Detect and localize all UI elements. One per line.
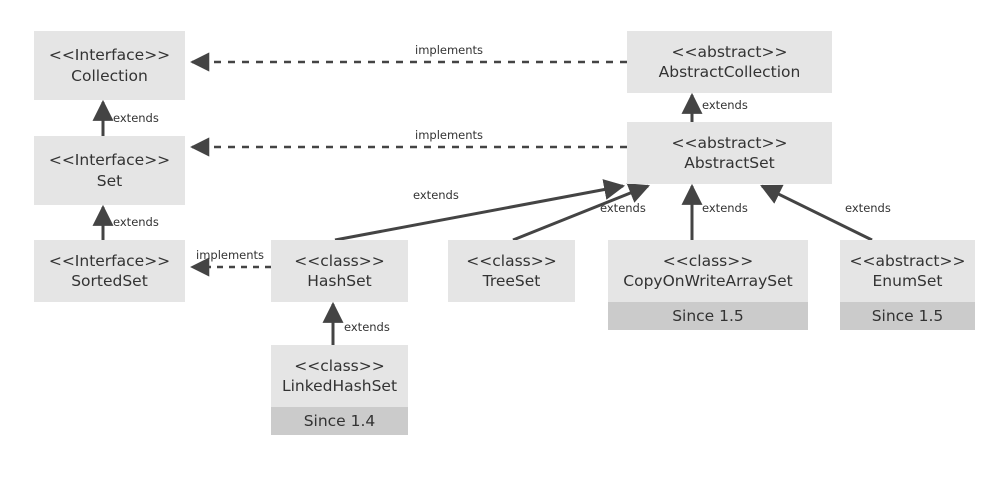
uml-node-treeset-title: <<class>> TreeSet [448,240,575,302]
edge-label-copyonwritearrayset-extends-abstractset: extends [702,201,748,215]
uml-node-collection-title: <<Interface>> Collection [34,31,185,100]
stereotype-label: <<class>> [294,356,385,375]
stereotype-label: <<class>> [294,251,385,270]
uml-node-set[interactable]: <<Interface>> Set [34,136,185,205]
uml-node-enumset-title: <<abstract>> EnumSet [840,240,975,302]
edge-label-abstractcollection-implements-collection: implements [415,43,484,57]
uml-node-linkedhashset-title: <<class>> LinkedHashSet [271,345,408,407]
since-badge: Since 1.4 [271,407,408,435]
uml-node-sortedset[interactable]: <<Interface>> SortedSet [34,240,185,302]
uml-node-abstractset[interactable]: <<abstract>> AbstractSet [627,122,832,184]
uml-node-copyonwritearrayset[interactable]: <<class>> CopyOnWriteArraySet Since 1.5 [608,240,808,330]
uml-node-copyonwritearrayset-title: <<class>> CopyOnWriteArraySet [608,240,808,302]
uml-node-set-title: <<Interface>> Set [34,136,185,205]
stereotype-label: <<abstract>> [849,251,966,270]
uml-node-linkedhashset[interactable]: <<class>> LinkedHashSet Since 1.4 [271,345,408,435]
edge-label-sortedset-extends-set: extends [113,215,159,229]
edge-label-enumset-extends-abstractset: extends [845,201,891,215]
uml-node-abstractcollection[interactable]: <<abstract>> AbstractCollection [627,31,832,93]
class-name-label: CopyOnWriteArraySet [623,272,793,290]
class-name-label: Set [96,171,123,190]
class-name-label: Collection [71,66,148,85]
edge-hashset-extends-abstractset [334,179,626,242]
class-name-label: LinkedHashSet [281,377,398,395]
class-name-label: AbstractCollection [658,63,801,81]
stereotype-label: <<Interface>> [48,46,171,65]
uml-node-hashset-title: <<class>> HashSet [271,240,408,302]
edge-label-treeset-extends-abstractset: extends [600,201,646,215]
uml-node-sortedset-title: <<Interface>> SortedSet [34,240,185,302]
edge-label-linkedhashset-extends-hashset: extends [344,320,390,334]
uml-node-hashset[interactable]: <<class>> HashSet [271,240,408,302]
class-name-label: SortedSet [71,272,148,290]
uml-node-collection[interactable]: <<Interface>> Collection [34,31,185,100]
class-name-label: AbstractSet [684,154,775,172]
edge-label-abstractset-extends-abstractcollection: extends [702,98,748,112]
uml-node-enumset[interactable]: <<abstract>> EnumSet Since 1.5 [840,240,975,330]
stereotype-label: <<abstract>> [671,133,788,152]
edge-label-hashset-implements-sortedset: implements [196,248,265,262]
stereotype-label: <<class>> [466,251,557,270]
stereotype-label: <<abstract>> [671,42,788,61]
stereotype-label: <<Interface>> [48,251,171,270]
class-name-label: HashSet [307,272,372,290]
edge-label-set-extends-collection: extends [113,111,159,125]
class-name-label: TreeSet [482,272,541,290]
since-badge: Since 1.5 [608,302,808,330]
stereotype-label: <<class>> [662,251,754,270]
uml-node-abstractcollection-title: <<abstract>> AbstractCollection [627,31,832,93]
uml-node-abstractset-title: <<abstract>> AbstractSet [627,122,832,184]
class-name-label: EnumSet [872,272,943,290]
stereotype-label: <<Interface>> [48,151,171,170]
edge-label-abstractset-implements-set: implements [415,128,484,142]
uml-node-treeset[interactable]: <<class>> TreeSet [448,240,575,302]
since-badge: Since 1.5 [840,302,975,330]
edge-label-hashset-extends-abstractset: extends [413,188,459,202]
